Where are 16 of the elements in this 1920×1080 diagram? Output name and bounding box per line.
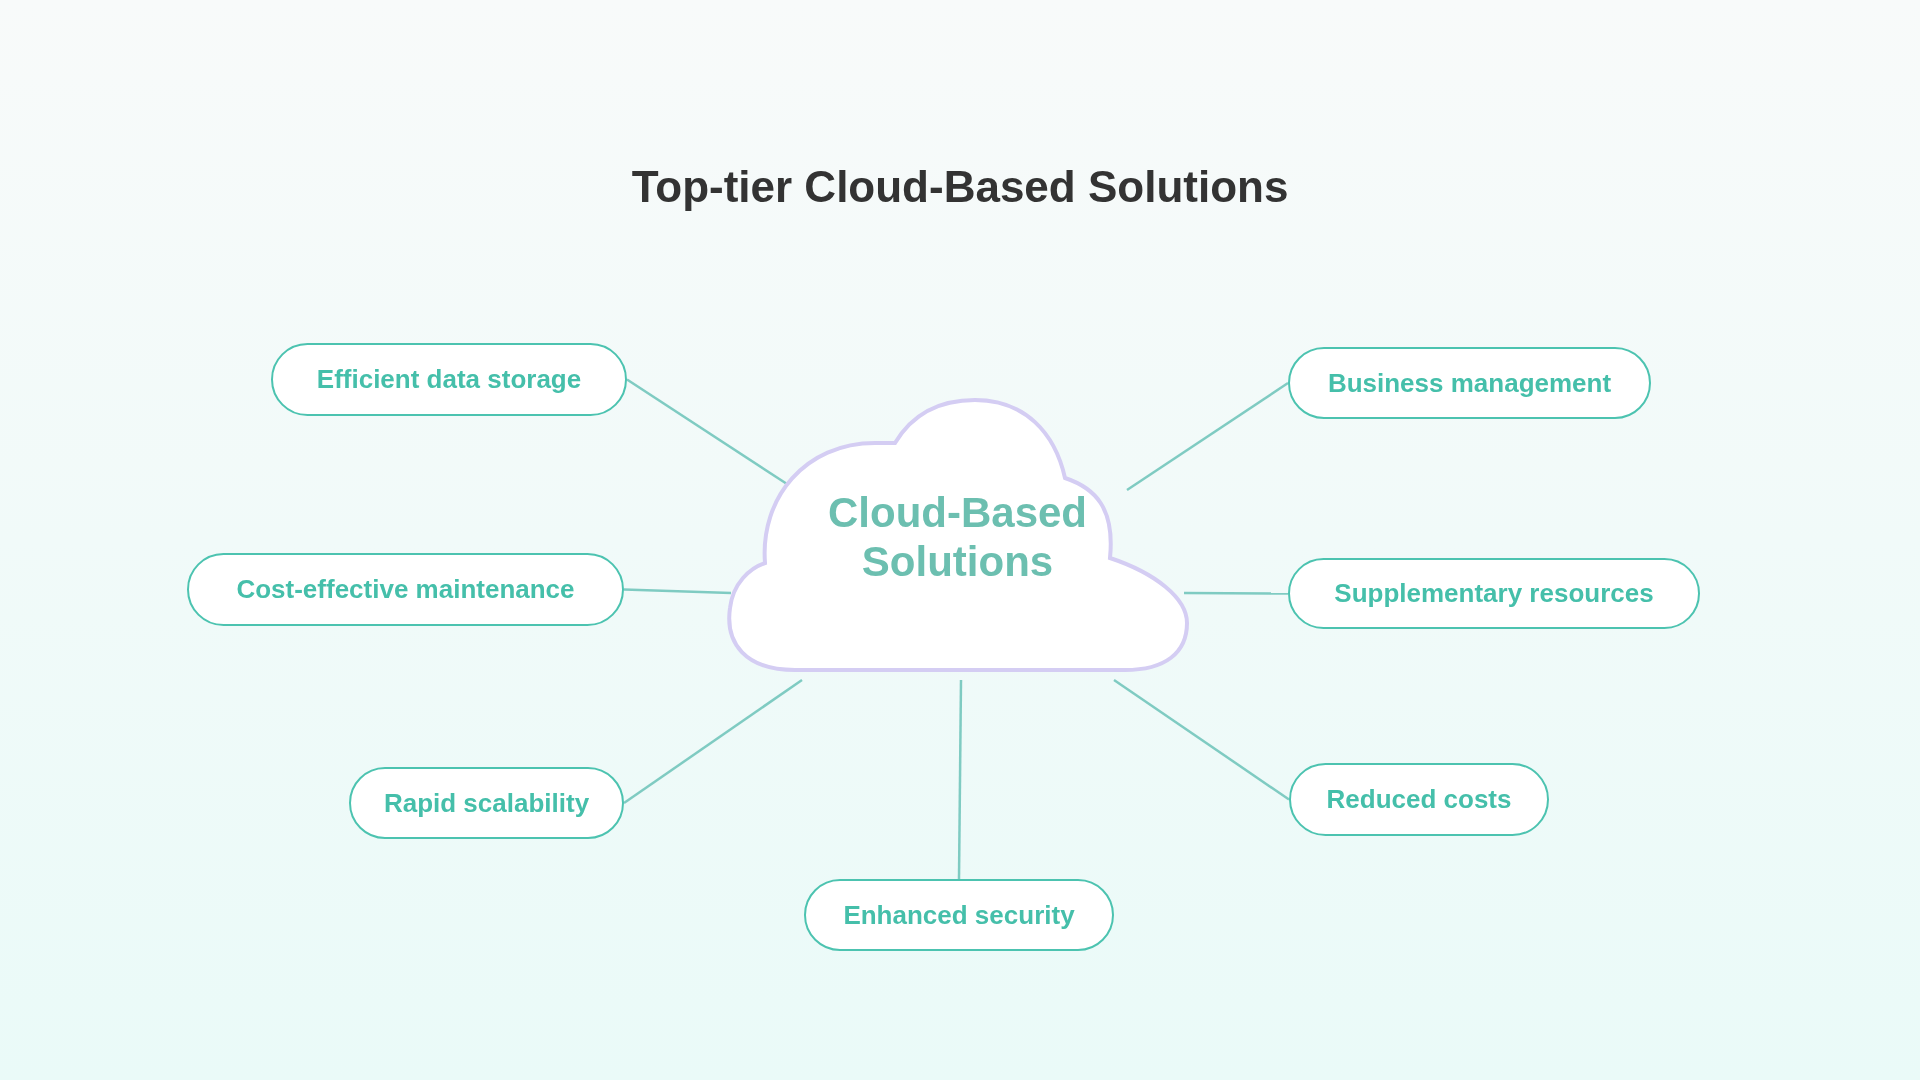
connector-line <box>1184 591 1288 595</box>
connector-line <box>623 588 732 595</box>
diagram-title: Top-tier Cloud-Based Solutions <box>631 162 1289 212</box>
connector-line <box>1113 678 1290 801</box>
connector-line <box>957 680 963 879</box>
topic-label: Enhanced security <box>843 899 1075 931</box>
central-label: Cloud-Based Solutions <box>827 489 1088 586</box>
connector-line <box>623 678 803 805</box>
connector-line <box>1126 381 1289 492</box>
topic-label: Rapid scalability <box>383 787 590 819</box>
topic-label: Cost-effective maintenance <box>236 574 575 605</box>
connector-line <box>626 378 788 486</box>
topic-label: Efficient data storage <box>316 364 582 395</box>
topic-label: Business management <box>1327 367 1612 399</box>
topic-label: Supplementary resources <box>1334 578 1654 609</box>
topic-label: Reduced costs <box>1326 784 1512 815</box>
